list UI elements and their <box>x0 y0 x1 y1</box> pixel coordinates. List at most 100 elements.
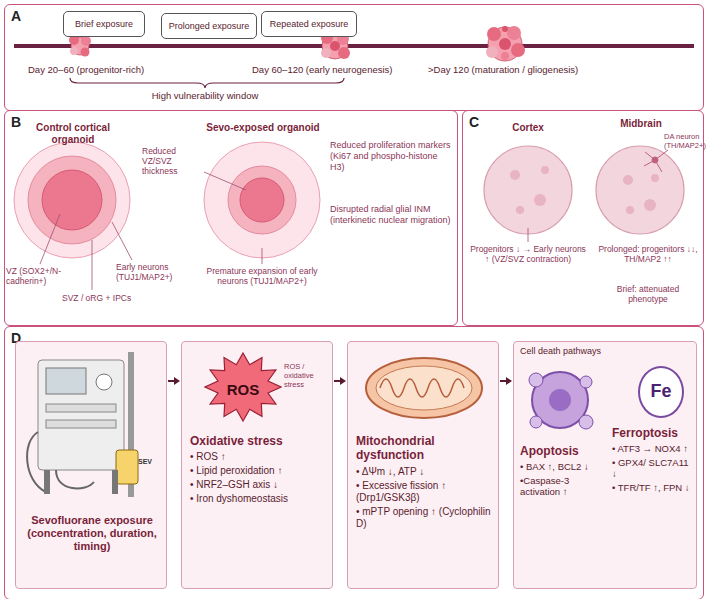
node-text: Apoptosis <box>520 444 610 458</box>
panel: A Brief exposure Prolonged exposure Repeate… <box>4 4 704 111</box>
iron-circle: Fe <box>638 366 684 418</box>
node-text: • GPX4/ SLC7A11 ↓ <box>612 457 694 480</box>
node-text: • mPTP opening ↑ (Cyclophilin D) <box>356 506 492 530</box>
illustration-part <box>56 470 94 488</box>
arrow-line <box>334 380 341 382</box>
illustration-part <box>38 360 124 470</box>
node-text: • BAX ↑, BCL2 ↓ <box>520 461 610 472</box>
illustration-part <box>321 48 331 58</box>
illustration-part <box>510 166 659 214</box>
annotation-label: Progenitors ↓ → Early neurons ↑ (VZ/SVZ … <box>468 244 588 264</box>
flow-arrow <box>334 377 346 385</box>
illustration-part <box>652 157 658 163</box>
flow-arrow <box>500 377 512 385</box>
annotation-label: DA neuron (TH/MAP2+) <box>664 132 702 150</box>
illustration-part <box>530 416 542 428</box>
node-text: • NRF2–GSH axis ↓ <box>190 479 326 491</box>
illustration-part <box>42 170 102 230</box>
node-text: •Caspase-3 activation ↑ <box>520 475 610 498</box>
annotation-label: Early neurons (TUJ1/MAP2+) <box>116 262 198 282</box>
text-column: Ferroptosis• ATF3 → NOX4 ↑• GPX4/ SLC7A1… <box>612 426 694 495</box>
ros-burst: ROS <box>204 352 282 428</box>
anesthesia-machine <box>16 342 168 507</box>
node-text: • Iron dyshomeostasis <box>190 493 326 505</box>
illustration-part <box>501 52 509 60</box>
illustration-part <box>499 38 511 50</box>
node-text: • Lipid peroxidation ↑ <box>190 465 326 477</box>
illustration-part <box>14 44 694 48</box>
illustration-part <box>549 389 571 411</box>
illustration-part <box>70 47 78 55</box>
node-text: Ferroptosis <box>612 426 694 440</box>
illustration-part <box>511 43 525 57</box>
node-text: • ROS ↑ <box>190 451 326 463</box>
node-text: • Excessive fission ↑ (Drp1/GSK3β) <box>356 480 492 504</box>
node-heading: ROS <box>227 381 260 399</box>
illustration-part <box>46 368 86 394</box>
annotation-label: Sevo-exposed organoid <box>204 122 322 134</box>
node-heading: Sevofluorane exposure (concentration, du… <box>24 514 160 554</box>
illustration-part <box>484 146 572 234</box>
illustration-part <box>516 206 524 214</box>
node-heading: B <box>11 114 21 131</box>
annotation-label: Disrupted radial glial INM (interkinetic… <box>330 204 452 226</box>
illustration-part <box>376 366 472 410</box>
node-heading: A <box>11 8 21 25</box>
annotation-label: Prolonged: progenitors ↓↓, TH/MAP2 ↑↑ <box>596 244 700 264</box>
arrow-head <box>174 377 180 385</box>
illustration-part <box>205 353 281 421</box>
illustration-part <box>380 379 464 397</box>
node-heading: Prolonged exposure <box>169 21 250 32</box>
stage-box: Mitochondrial dysfunction• ΔΨm ↓, ATP ↓•… <box>347 341 499 589</box>
annotation-label: VZ (SOX2+/N-cadherin+) <box>6 266 78 286</box>
illustration-part <box>528 228 529 242</box>
annotation-label: >Day 120 (maturation / gliogenesis) <box>428 64 618 75</box>
exposure-box: Repeated exposure <box>261 11 357 37</box>
illustration-part <box>204 142 320 258</box>
illustration-part <box>529 373 543 387</box>
annotation-label: High vulnerability window <box>135 90 275 101</box>
illustration-part <box>596 146 684 234</box>
illustration-part <box>486 46 498 58</box>
annotation-label: Day 20–60 (progenitor-rich) <box>28 64 228 75</box>
annotation-label: Control cortical organoid <box>16 122 130 146</box>
illustration-part <box>644 150 668 172</box>
illustration-part <box>330 41 340 51</box>
illustration-part <box>338 47 350 59</box>
illustration-part <box>651 174 659 182</box>
illustration-part <box>507 26 521 40</box>
illustration-part <box>487 27 501 41</box>
illustration-part <box>116 450 138 484</box>
stage-box: Apoptosis • BAX ↑, BCL2 ↓ •Caspase-3 activ… <box>513 341 697 589</box>
node-heading: Fe <box>650 381 671 403</box>
illustration-part <box>92 240 93 290</box>
arrow-head <box>340 377 346 385</box>
illustration-part <box>14 142 130 258</box>
annotation-label: Midbrain <box>606 118 676 130</box>
annotation-label: Premature expansion of early neurons (TU… <box>200 266 324 286</box>
illustration-part <box>112 222 132 260</box>
illustration-part <box>69 35 91 57</box>
exposure-box: Brief exposure <box>63 11 145 37</box>
illustration-part <box>366 358 482 418</box>
illustration-part <box>262 248 263 264</box>
illustration-part <box>40 214 60 264</box>
illustration-part <box>44 470 50 494</box>
illustration-part <box>240 178 284 222</box>
node-heading: Oxidative stress <box>190 434 326 448</box>
node-heading: Cell death pathways <box>520 346 650 357</box>
annotation-label: SEV <box>138 458 162 466</box>
node-heading: C <box>469 114 479 131</box>
illustration-part <box>204 172 246 190</box>
illustration-part <box>46 420 116 428</box>
arrow-line <box>168 380 175 382</box>
annotation-label: Brief: attenuated phenotype <box>596 284 700 304</box>
illustration-part <box>484 146 684 242</box>
node-text: • TFR/TF ↑, FPN ↓ <box>612 482 694 493</box>
illustration-part <box>46 404 116 412</box>
illustration-part <box>623 175 633 185</box>
panel: D Sevofluorane exposure (concentration, … <box>4 326 704 599</box>
illustration-part <box>534 194 546 206</box>
illustration-part <box>70 78 344 88</box>
exposure-box: Prolonged exposure <box>161 13 257 39</box>
